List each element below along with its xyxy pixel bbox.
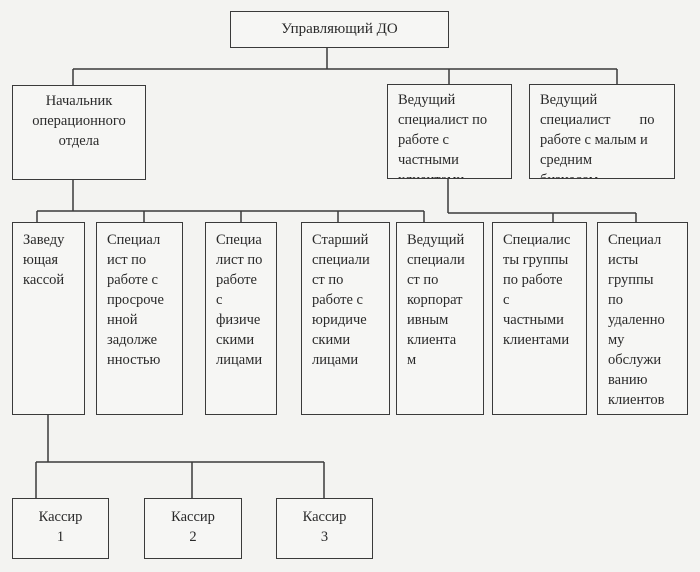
node-label: работе с малым и	[540, 132, 648, 148]
node-label: ст по	[312, 272, 344, 288]
node-label: м	[407, 352, 417, 368]
node-label: скими	[216, 332, 255, 348]
node-label: Специал	[608, 232, 662, 248]
node-label: группы	[608, 272, 654, 288]
node-label: 1	[56, 529, 65, 545]
node-label: скими	[312, 332, 351, 348]
node-label: корпорат	[407, 292, 463, 308]
node-label: Начальник	[45, 93, 113, 109]
node-label: клиентами	[503, 332, 570, 348]
node-label: специали	[407, 252, 465, 268]
node-label: клиентов	[608, 392, 665, 408]
node-label: Старший	[312, 232, 369, 248]
node-root-manager: Управляющий ДО	[230, 11, 449, 48]
node-legal-senior-specialist: Старший специали ст по работе с юридиче …	[301, 222, 390, 415]
node-label: Кассир	[38, 509, 83, 525]
node-label: работе с	[398, 132, 449, 148]
node-label: ты группы	[503, 252, 569, 268]
node-label: операционного	[32, 113, 126, 129]
node-overdue-specialist: Специал ист по работе с просроче нной за…	[96, 222, 183, 415]
node-label: клиента	[407, 332, 457, 348]
node-label: с	[216, 292, 223, 308]
node-label: лицами	[216, 352, 263, 368]
node-label: отдела	[58, 133, 100, 149]
node-remote-group-specialists: Специал исты группы по удаленно му обслу…	[597, 222, 688, 415]
node-label: физиче	[216, 312, 261, 328]
node-label: Ведущий	[407, 232, 465, 248]
node-label: специалист по	[398, 112, 488, 128]
node-label: специалист по	[540, 112, 655, 128]
node-label: Ведущий	[540, 92, 598, 108]
node-individuals-specialist: Специа лист по работе с физиче скими лиц…	[205, 222, 277, 415]
node-label: Специал	[107, 232, 161, 248]
node-label: Управляющий ДО	[281, 21, 398, 37]
node-cashier-1: Кассир 1	[12, 498, 109, 559]
node-label: просроче	[107, 292, 164, 308]
node-label: Специа	[216, 232, 262, 248]
node-label: му	[608, 332, 625, 348]
node-label: частными	[503, 312, 564, 328]
node-label: по	[608, 292, 624, 308]
node-cash-head: Заведу ющая кассой	[12, 222, 85, 415]
node-label: ванию	[608, 372, 648, 388]
node-label: ист по	[107, 252, 147, 268]
node-label: работе	[216, 272, 257, 288]
node-label: клиентами	[398, 170, 511, 178]
node-label: Специалис	[503, 232, 571, 248]
node-label: 2	[189, 529, 197, 545]
node-label: 3	[320, 529, 329, 545]
node-label: работе с	[107, 272, 158, 288]
node-label: обслужи	[608, 352, 662, 368]
node-label: Ведущий	[398, 92, 456, 108]
node-label: удаленно	[608, 312, 665, 328]
node-label: ющая	[23, 252, 59, 268]
node-lead-sme: Ведущий специалист по работе с малым и с…	[529, 84, 675, 179]
node-label: юридиче	[312, 312, 367, 328]
node-label: по работе	[503, 272, 563, 288]
node-lead-private: Ведущий специалист по работе с частными …	[387, 84, 512, 179]
node-label: лист по	[216, 252, 263, 268]
node-cashier-3: Кассир 3	[276, 498, 373, 559]
node-label: лицами	[312, 352, 359, 368]
node-label: средним	[540, 152, 593, 168]
node-label: задолже	[107, 332, 158, 348]
node-private-group-specialists: Специалис ты группы по работе с частными…	[492, 222, 587, 415]
node-cashier-2: Кассир 2	[144, 498, 242, 559]
node-label: нной	[107, 312, 138, 328]
node-head-ops: Начальник операционного отдела	[12, 85, 146, 180]
node-label: Заведу	[23, 232, 65, 248]
node-corporate-lead-specialist: Ведущий специали ст по корпорат ивным кл…	[396, 222, 484, 415]
node-label: специали	[312, 252, 370, 268]
node-label: исты	[608, 252, 639, 268]
node-label: ст по	[407, 272, 439, 288]
node-label: частными	[398, 152, 459, 168]
node-label: Кассир	[171, 509, 215, 525]
node-label: ивным	[407, 312, 449, 328]
node-label: Кассир	[302, 509, 347, 525]
node-label: работе с	[312, 292, 363, 308]
node-label: кассой	[23, 272, 65, 288]
node-label: с	[503, 292, 510, 308]
node-label: нностью	[107, 352, 161, 368]
node-label: бизнесом	[540, 170, 674, 178]
